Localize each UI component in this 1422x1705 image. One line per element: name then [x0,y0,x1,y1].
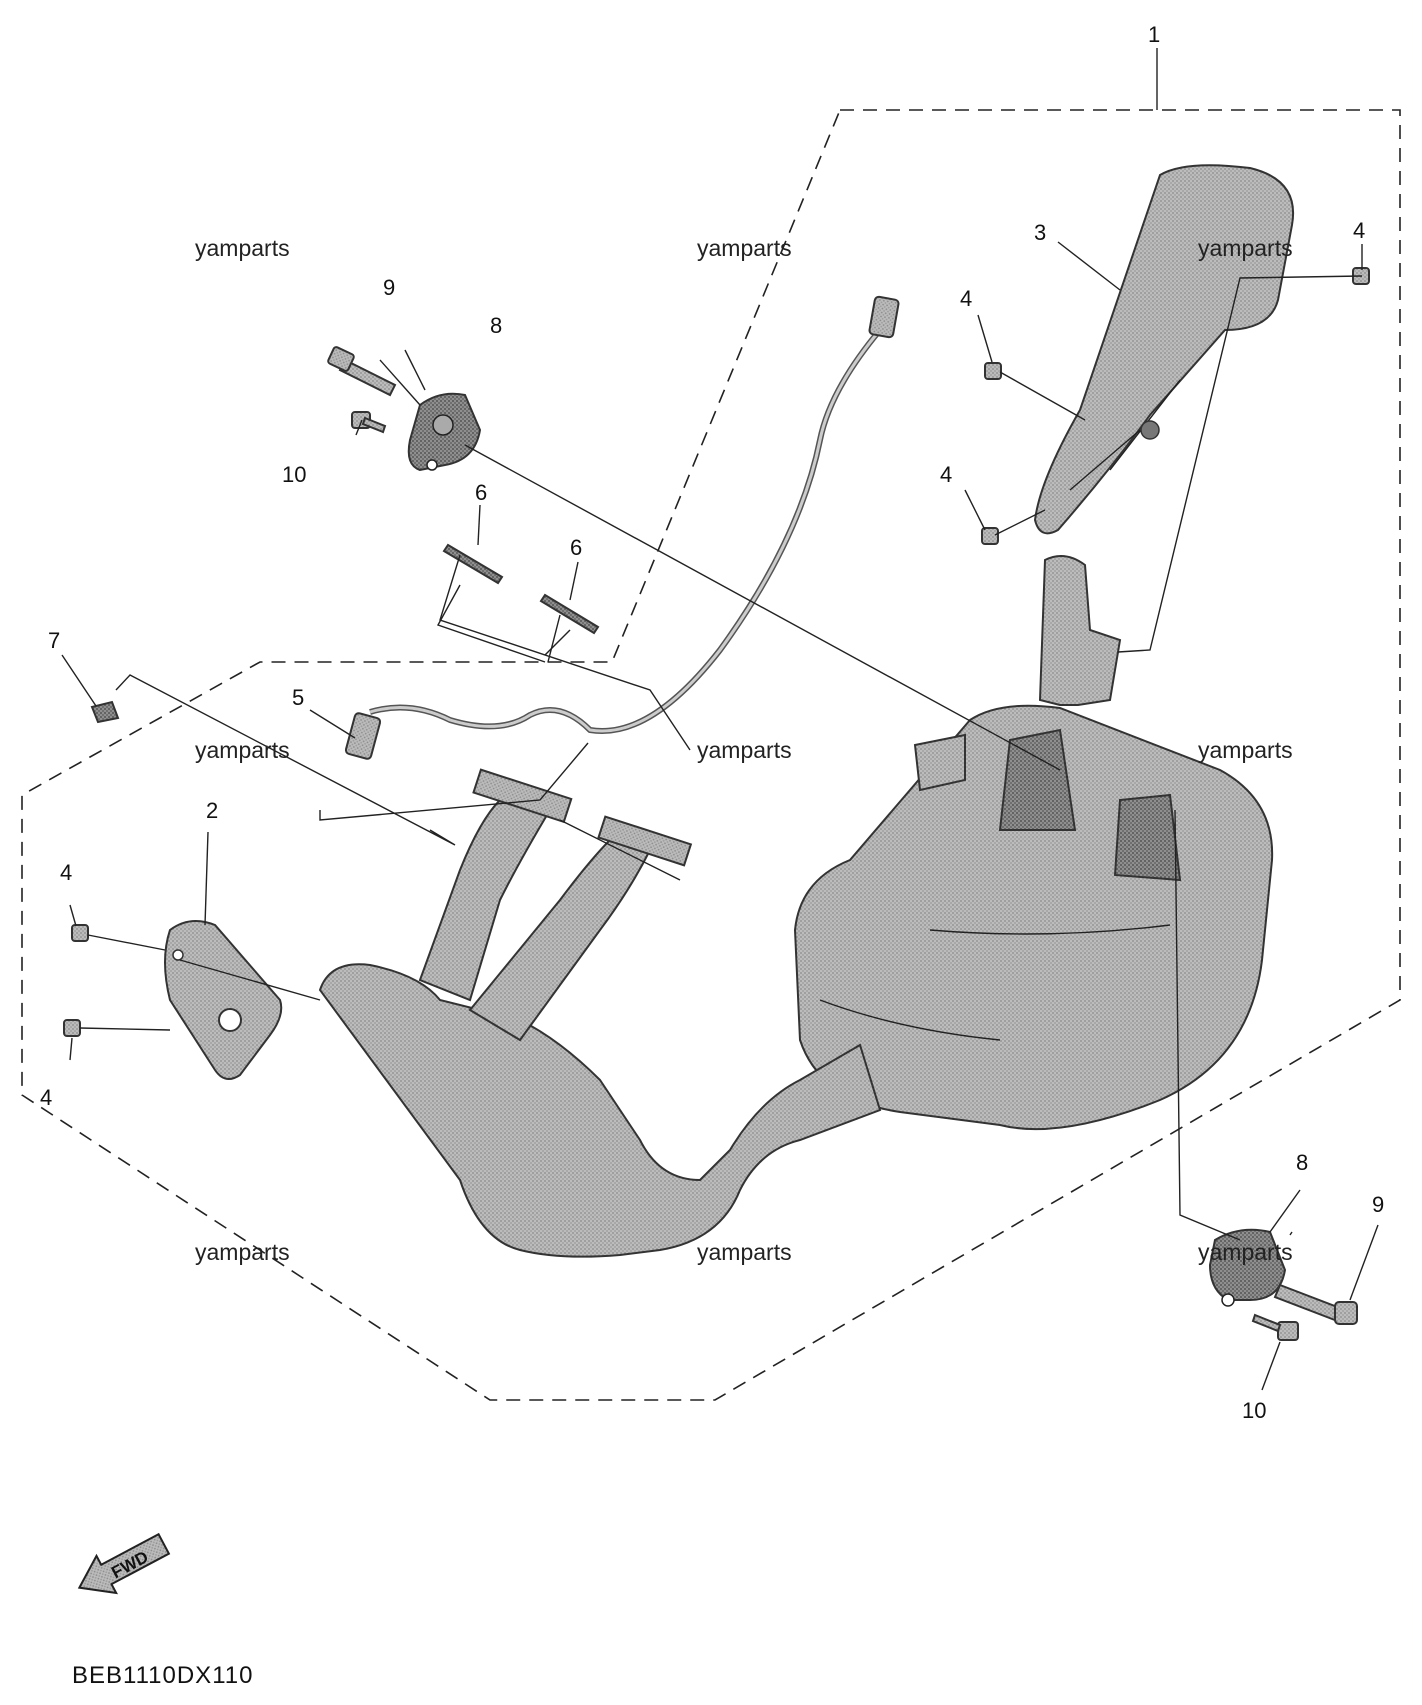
watermark: yamparts [195,1239,290,1265]
callout-8: 8 [1296,1150,1308,1175]
watermark: yamparts [1198,235,1293,261]
callout-10: 10 [1242,1398,1266,1423]
watermark: yamparts [195,235,290,261]
callout-4: 4 [1353,218,1365,243]
callout-2: 2 [206,798,218,823]
heat-protector [164,920,283,1080]
watermark: yamparts [1198,737,1293,763]
callout-10: 10 [282,462,306,487]
exhaust-pipe [318,768,882,1258]
muffler-stay [1038,555,1122,706]
bolt-small [63,267,1370,1037]
damper-lower [1208,1228,1287,1307]
callout-8: 8 [490,313,502,338]
callout-9: 9 [383,275,395,300]
diagram-code: BEB1110DX110 [72,1662,253,1689]
watermark: yamparts [697,737,792,763]
callout-6: 6 [475,480,487,505]
callout-9: 9 [1372,1192,1384,1217]
callout-6: 6 [570,535,582,560]
callout-4: 4 [940,462,952,487]
bolt-short-lower [1251,1313,1299,1341]
callout-4: 4 [60,860,72,885]
callout-4: 4 [960,286,972,311]
callout-5: 5 [292,685,304,710]
oxygen-sensor [344,295,900,760]
callout-labels: 1 3 4 4 4 9 8 10 6 6 7 5 2 4 4 8 9 10 [40,22,1384,1423]
muffler-cover [1033,164,1295,535]
watermark: yamparts [697,1239,792,1265]
callout-3: 3 [1034,220,1046,245]
stud-bolt [90,700,120,724]
bolt-lower [1273,1283,1358,1325]
watermark: yamparts [1198,1239,1293,1265]
assembly-boundary [21,109,1401,1401]
watermark: yamparts [195,737,290,763]
callout-4: 4 [40,1085,52,1110]
damper-upper [407,392,482,472]
fwd-arrow-icon: FWD [77,1532,171,1595]
muffler-body [793,704,1274,1131]
gasket [442,543,600,635]
leader-lines [61,241,1379,1391]
callout-1: 1 [1148,22,1160,47]
gasket-bracket [436,584,561,663]
callout-7: 7 [48,628,60,653]
bolt-upper [327,346,397,397]
bolt-short-upper [351,411,387,434]
watermark: yamparts [697,235,792,261]
watermarks: yamparts yamparts yamparts yamparts yamp… [195,235,1293,1265]
